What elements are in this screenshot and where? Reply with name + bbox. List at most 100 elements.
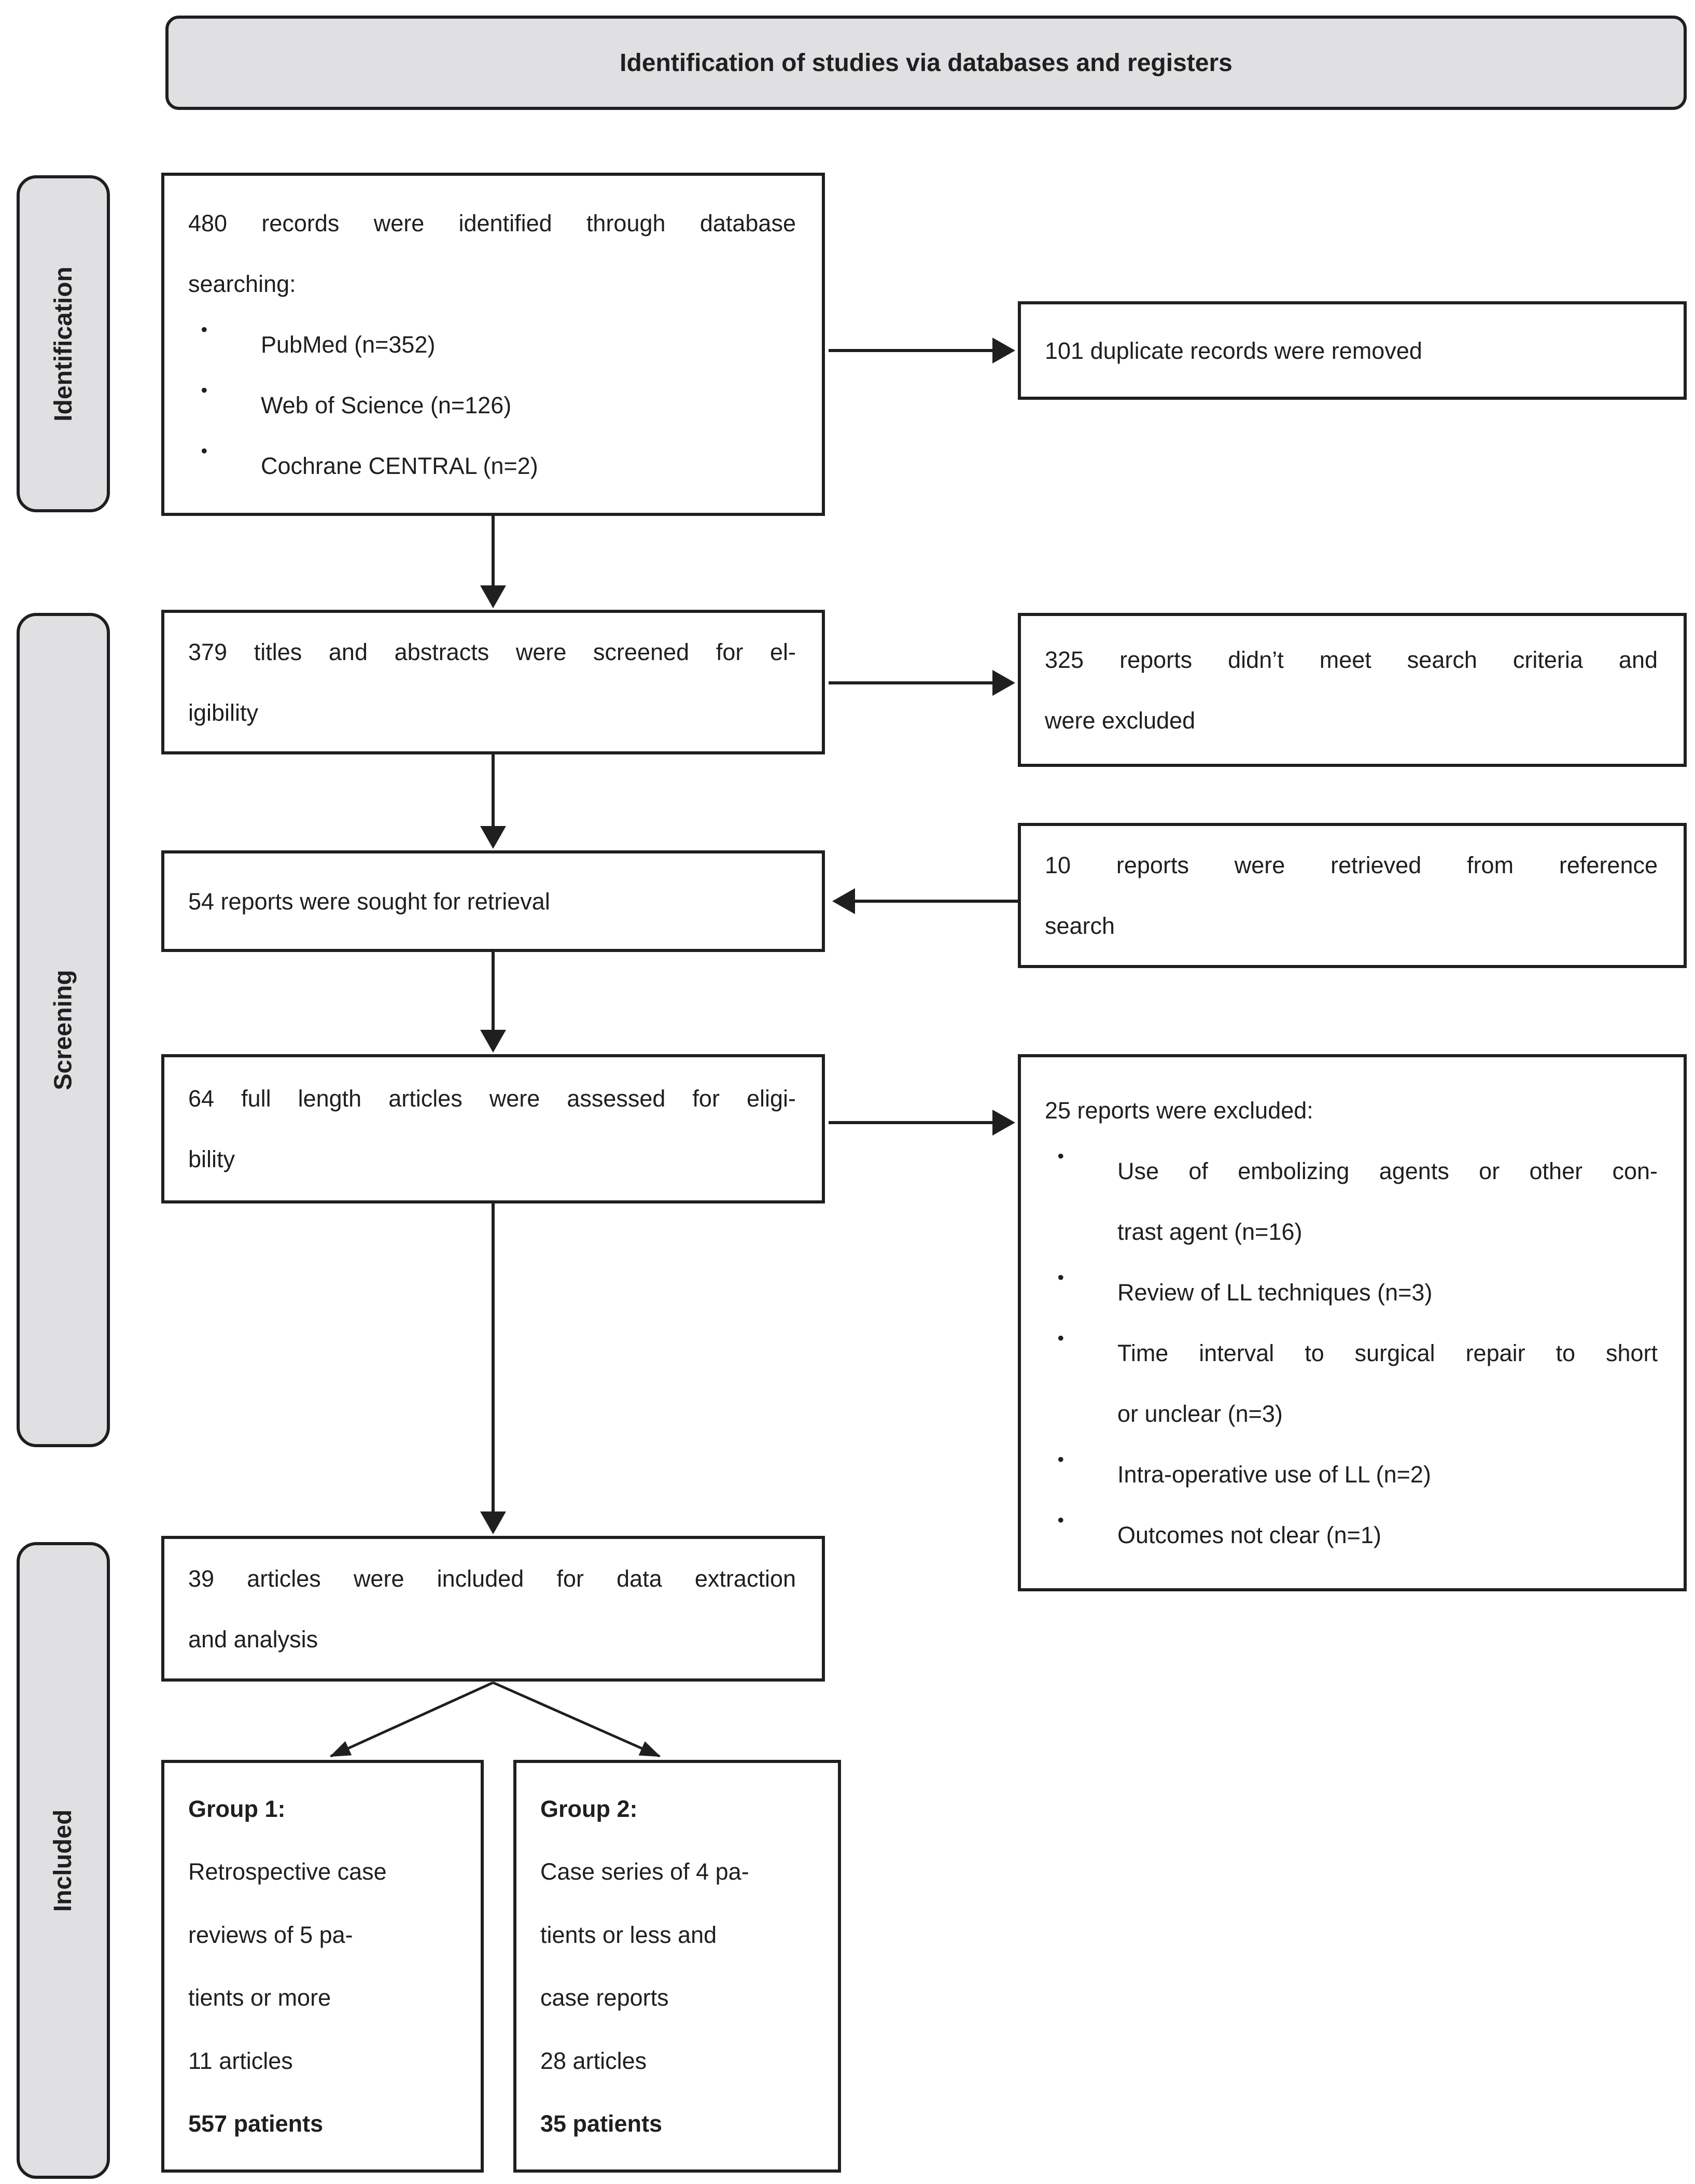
text-line: 28 articles (540, 2029, 812, 2093)
line-text: Cochrane CENTRAL (n=2) (261, 452, 538, 479)
line-text: 39 articles were included for data extra… (188, 1565, 796, 1592)
text-line: bility (188, 1129, 796, 1189)
line-text: Review of LL techniques (n=3) (1117, 1279, 1433, 1306)
box-reference-search: 10 reports were retrieved from reference… (1018, 823, 1687, 968)
line-text: or unclear (n=3) (1117, 1401, 1283, 1427)
text-line: or unclear (n=3) (1045, 1383, 1658, 1444)
arrow-identified-to-duplicates (829, 349, 994, 352)
text-line: 25 reports were excluded: (1045, 1080, 1658, 1141)
text-line: igibility (188, 682, 796, 743)
line-text: 557 patients (188, 2110, 324, 2137)
title-banner-label: Identification of studies via databases … (620, 49, 1232, 77)
line-text: 325 reports didn’t meet search criteria … (1045, 646, 1658, 673)
line-text: 54 reports were sought for retrieval (188, 888, 550, 915)
line-text: and analysis (188, 1626, 318, 1653)
bullet-line: ● Web of Science (n=126) (188, 375, 796, 436)
bullet-dot-icon: ● (201, 322, 208, 335)
line-text: PubMed (n=352) (261, 331, 436, 358)
line-text: Intra-operative use of LL (n=2) (1117, 1461, 1431, 1488)
text-line: searching: (188, 254, 796, 314)
arrow-sought-to-assessed (492, 952, 495, 1032)
line-text: 64 full length articles were assessed fo… (188, 1085, 796, 1112)
stage-included: Included (17, 1542, 110, 2179)
arrow-screened-to-sought (492, 754, 495, 828)
text-line: tients or more (188, 1966, 455, 2029)
line-text: searching: (188, 270, 296, 297)
line-text: tients or more (188, 1984, 331, 2011)
line-text: search (1045, 913, 1115, 939)
line-text: Retrospective case (188, 1858, 387, 1885)
box-fulltext-excluded: 25 reports were excluded: ●Use of emboliz… (1018, 1054, 1687, 1591)
line-text: Group 1: (188, 1795, 286, 1822)
arrow-assessed-to-fulltext-excluded (829, 1121, 994, 1124)
line-text: Time interval to surgical repair to shor… (1117, 1340, 1658, 1366)
box-articles-included: 39 articles were included for data extra… (161, 1536, 825, 1682)
line-text: 35 patients (540, 2110, 663, 2137)
box-screening-excluded: 325 reports didn’t meet search criteria … (1018, 613, 1687, 767)
line-text: Outcomes not clear (n=1) (1117, 1522, 1381, 1548)
bullet-dot-icon: ● (1057, 1513, 1064, 1526)
line-text: 10 reports were retrieved from reference (1045, 852, 1658, 878)
bullet-line: ● Intra-operative use of LL (n=2) (1045, 1444, 1658, 1505)
text-line: Group 1: (188, 1777, 455, 1841)
line-text: case reports (540, 1984, 669, 2011)
line-text: bility (188, 1146, 235, 1172)
line-text: tients or less and (540, 1921, 717, 1948)
text-line: 379 titles and abstracts were screened f… (188, 622, 796, 682)
line-text: were excluded (1045, 707, 1196, 734)
bullet-dot-icon: ● (201, 383, 208, 396)
stage-included-label: Included (49, 1809, 77, 1912)
arrow-assessed-to-included (492, 1203, 495, 1514)
box-records-identified: 480 records were identified through data… (161, 173, 825, 516)
line-text: 379 titles and abstracts were screened f… (188, 638, 796, 665)
text-line: Retrospective case (188, 1840, 455, 1903)
line-text: Case series of 4 pa- (540, 1858, 749, 1885)
arrow-identified-to-screened (492, 516, 495, 587)
text-line: tients or less and (540, 1903, 812, 1967)
arrow-screened-to-excluded (829, 681, 994, 684)
text-line: 10 reports were retrieved from reference (1045, 835, 1658, 895)
text-line: were excluded (1045, 690, 1658, 751)
bullet-line: ● Cochrane CENTRAL (n=2) (188, 436, 796, 496)
line-text: reviews of 5 pa- (188, 1921, 353, 1948)
text-line: 557 patients (188, 2092, 455, 2155)
box-duplicates-removed: 101 duplicate records were removed (1018, 301, 1687, 400)
text-line: 39 articles were included for data extra… (188, 1548, 796, 1609)
stage-identification-label: Identification (49, 266, 77, 422)
line-text: Group 2: (540, 1795, 638, 1822)
box-reports-sought: 54 reports were sought for retrieval (161, 850, 825, 952)
bullet-dot-icon: ● (1057, 1452, 1064, 1465)
line-text: 480 records were identified through data… (188, 209, 796, 236)
stage-identification: Identification (17, 175, 110, 512)
title-banner: Identification of studies via databases … (165, 16, 1687, 110)
line-text: 25 reports were excluded: (1045, 1097, 1313, 1124)
bullet-line: ● PubMed (n=352) (188, 314, 796, 375)
line-text: 101 duplicate records were removed (1045, 337, 1422, 364)
line-text: trast agent (n=16) (1117, 1219, 1302, 1245)
text-line: case reports (540, 1966, 812, 2029)
text-line: 54 reports were sought for retrieval (188, 871, 796, 932)
text-line: and analysis (188, 1609, 796, 1670)
box-titles-screened: 379 titles and abstracts were screened f… (161, 610, 825, 754)
line-text: 28 articles (540, 2047, 647, 2074)
bullet-dot-icon: ● (1057, 1331, 1064, 1344)
text-line: 35 patients (540, 2092, 812, 2155)
box-group-1: Group 1: Retrospective case reviews of 5 p… (161, 1760, 484, 2173)
arrow-to-group-2 (492, 1681, 661, 1758)
stage-screening: Screening (17, 613, 110, 1447)
bullet-dot-icon: ● (1057, 1270, 1064, 1283)
line-text: igibility (188, 699, 259, 726)
bullet-dot-icon: ● (201, 443, 208, 457)
box-group-2: Group 2: Case series of 4 pa-tients or le… (513, 1760, 841, 2173)
text-line: 101 duplicate records were removed (1045, 320, 1658, 381)
bullet-line: ●Use of embolizing agents or other con- (1045, 1141, 1658, 1201)
arrow-to-group-1 (329, 1681, 494, 1758)
bullet-line: ● Review of LL techniques (n=3) (1045, 1262, 1658, 1323)
text-line: search (1045, 895, 1658, 956)
box-articles-assessed: 64 full length articles were assessed fo… (161, 1054, 825, 1203)
arrow-included-to-groups (329, 1681, 661, 1758)
line-text: Web of Science (n=126) (261, 391, 512, 418)
text-line: 480 records were identified through data… (188, 193, 796, 254)
text-line: reviews of 5 pa- (188, 1903, 455, 1967)
